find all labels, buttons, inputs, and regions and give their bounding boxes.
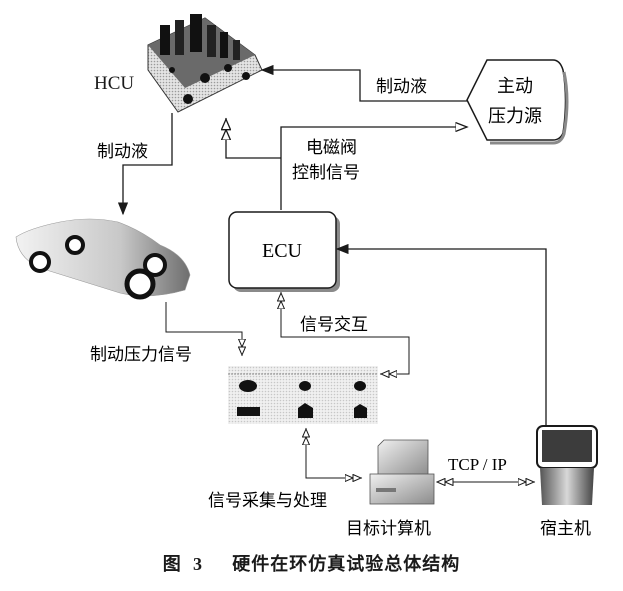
figure-caption: 图 3 硬件在环仿真试验总体结构 bbox=[0, 550, 623, 576]
brake-pressure-line bbox=[165, 302, 242, 356]
acquisition-label: 信号采集与处理 bbox=[208, 491, 327, 511]
tcp-ip-label: TCP / IP bbox=[448, 455, 507, 474]
signal-exchange-label: 信号交互 bbox=[300, 315, 368, 335]
hcu-icon bbox=[147, 14, 263, 113]
hcu-label: HCU bbox=[94, 73, 134, 94]
caption-title: 硬件在环仿真试验总体结构 bbox=[232, 554, 461, 575]
fluid-line-source-to-hcu bbox=[260, 64, 467, 102]
pressure-source-label-2: 压力源 bbox=[488, 106, 542, 127]
fluid-label-top: 制动液 bbox=[376, 77, 427, 97]
valve-control-label-1: 电磁阀 bbox=[306, 138, 357, 158]
caption-number: 3 bbox=[193, 554, 203, 574]
host-to-ecu-line bbox=[335, 243, 547, 430]
fluid-line-hcu-to-car bbox=[117, 113, 173, 216]
signal-board-icon bbox=[228, 366, 378, 424]
fluid-label-left: 制动液 bbox=[97, 142, 148, 162]
valve-control-line-to-hcu bbox=[226, 118, 281, 159]
brake-pressure-label: 制动压力信号 bbox=[90, 345, 192, 365]
signal-exchange-to-board bbox=[380, 370, 410, 374]
host-pc-label: 宿主机 bbox=[540, 519, 591, 539]
target-pc-label: 目标计算机 bbox=[346, 519, 431, 539]
ecu-label: ECU bbox=[262, 240, 303, 262]
valve-control-label-2: 控制信号 bbox=[292, 163, 360, 183]
acquisition-line bbox=[305, 470, 362, 478]
pressure-source-node bbox=[466, 59, 569, 145]
signal-exchange-line bbox=[281, 292, 410, 374]
desktop-computer-icon bbox=[369, 439, 435, 505]
laptop-icon bbox=[536, 425, 598, 505]
caption-prefix: 图 bbox=[162, 554, 182, 575]
car-icon bbox=[15, 218, 191, 300]
valve-control-line-to-source bbox=[280, 127, 467, 210]
pressure-source-label-1: 主动 bbox=[497, 76, 533, 97]
